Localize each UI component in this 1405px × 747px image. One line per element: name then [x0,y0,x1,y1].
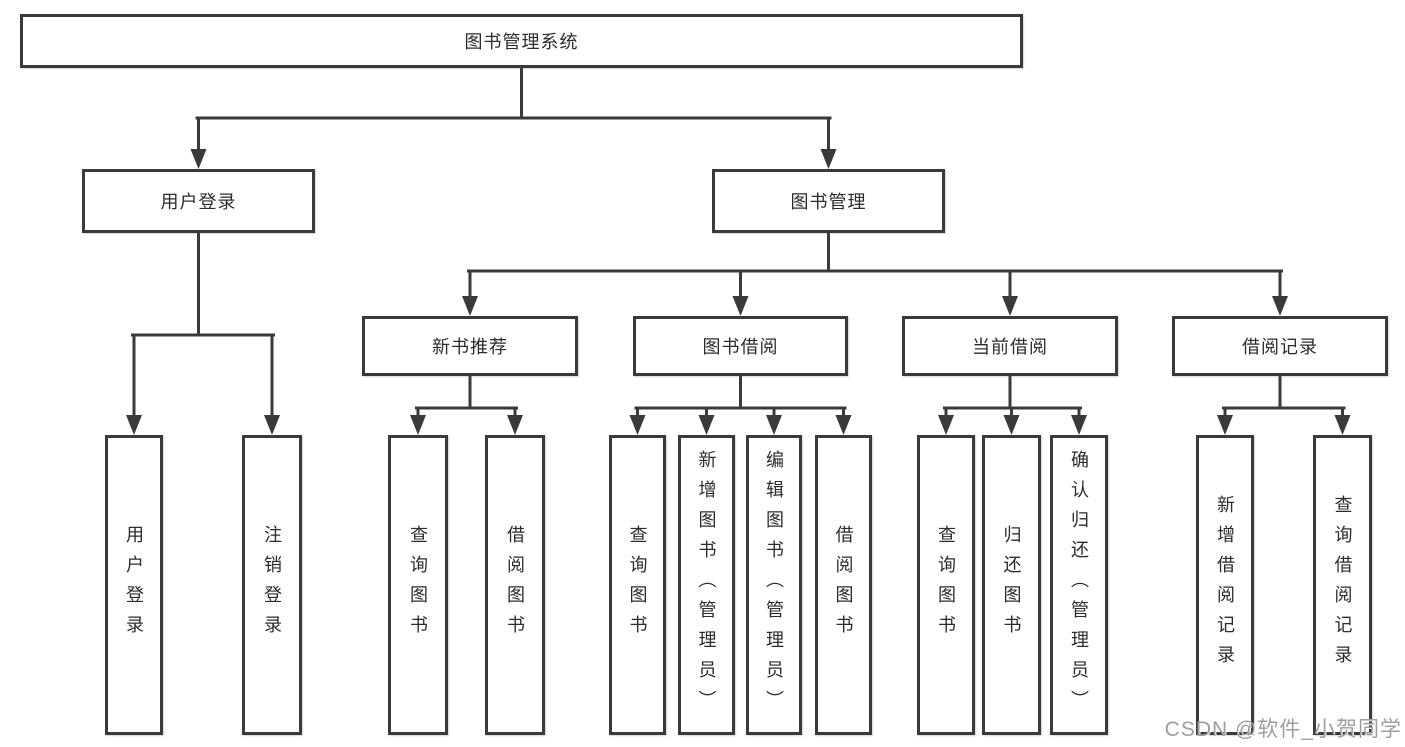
node-login: 用户登录 [105,435,163,735]
arrow-down-icon [507,415,523,435]
node-book-borrow: 图书借阅 [633,316,848,376]
arrow-down-icon [1003,415,1020,435]
arrow-down-icon [190,149,207,169]
node-query-book-2: 查询图书 [609,435,666,735]
arrow-down-icon [1217,415,1233,435]
node-new-books: 新书推荐 [362,316,578,376]
node-borrow-book-1: 借阅图书 [485,435,545,735]
node-query-record: 查询借阅记录 [1313,435,1372,735]
node-query-book-1: 查询图书 [388,435,448,735]
arrow-down-icon [126,415,142,435]
node-user-login: 用户登录 [82,169,315,233]
node-current-borrow: 当前借阅 [902,316,1118,376]
node-edit-book: 编辑图书（管理员） [746,435,802,735]
node-borrow-records: 借阅记录 [1172,316,1388,376]
arrow-down-icon [264,415,280,435]
arrow-down-icon [835,415,852,435]
arrow-down-icon [938,415,954,435]
node-query-book-3: 查询图书 [917,435,975,735]
node-borrow-book-2: 借阅图书 [815,435,872,735]
arrow-down-icon [1071,415,1087,435]
arrow-down-icon [766,415,782,435]
node-confirm-return: 确认归还（管理员） [1050,435,1108,735]
arrow-down-icon [462,296,478,316]
arrow-down-icon [410,415,426,435]
node-root: 图书管理系统 [20,14,1023,68]
node-logout: 注销登录 [242,435,302,735]
arrow-down-icon [629,415,646,435]
arrow-down-icon [732,296,749,316]
arrow-down-icon [1272,296,1288,316]
node-return-book: 归还图书 [982,435,1041,735]
node-book-mgmt: 图书管理 [712,169,945,233]
arrow-down-icon [1002,296,1018,316]
arrow-down-icon [698,415,715,435]
arrow-down-icon [820,149,837,169]
node-add-record: 新增借阅记录 [1196,435,1254,735]
node-add-book: 新增图书（管理员） [678,435,735,735]
arrow-down-icon [1334,415,1351,435]
